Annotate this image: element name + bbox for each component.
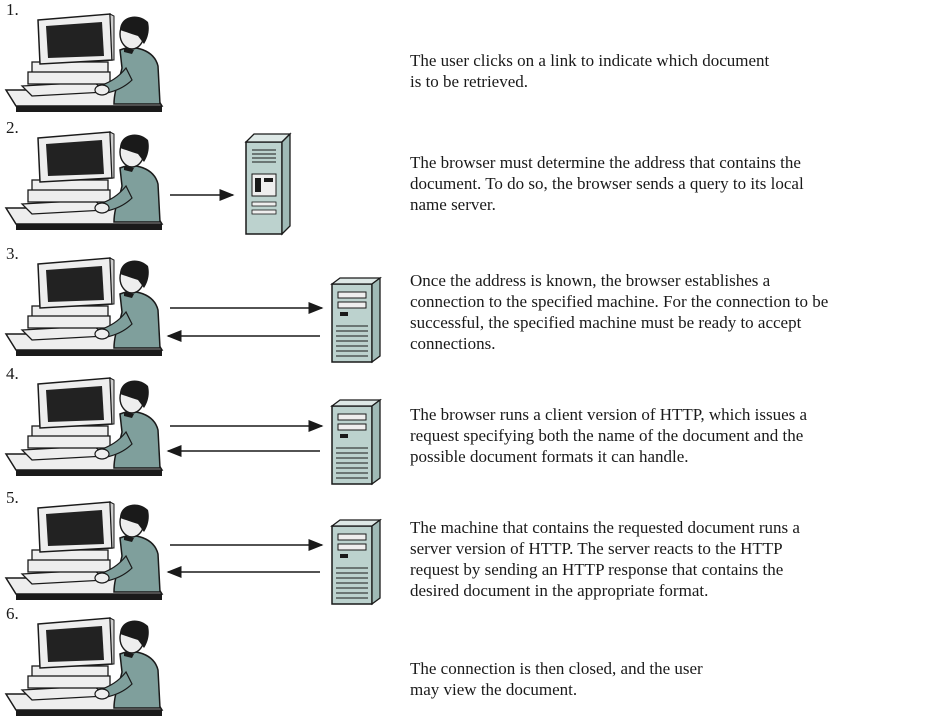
response-arrows (166, 539, 324, 578)
user-computer-icon (5, 617, 163, 717)
step-1: 1. The user clicks on a link to indicate… (0, 0, 942, 120)
step-number: 6. (6, 604, 19, 623)
step-description: The machine that contains the requested … (410, 518, 800, 600)
connection-arrows (166, 302, 324, 342)
step-4: 4. The browser runs a client version of … (0, 364, 942, 486)
step-description: The browser must determine the address t… (410, 153, 804, 214)
request-arrows (166, 420, 324, 457)
step-description: The user clicks on a link to indicate wh… (410, 51, 770, 91)
step-number: 5. (6, 488, 19, 507)
step-5: 5. The machine that contains the request… (0, 488, 942, 610)
step-3: 3. Once the address is known, the browse… (0, 244, 942, 364)
step-description: The connection is then closed, and the u… (410, 659, 703, 699)
step-number: 3. (6, 244, 19, 263)
step-number: 4. (6, 364, 19, 383)
step-number: 2. (6, 118, 19, 137)
step-6: 6. The connection is then closed, and th… (0, 604, 942, 717)
step-description: Once the address is known, the browser e… (410, 271, 829, 353)
step-number: 1. (6, 0, 19, 19)
user-computer-icon (5, 13, 163, 113)
query-arrow (170, 189, 235, 201)
step-2: 2. The browser must determine the addres… (0, 118, 942, 240)
step-description: The browser runs a client version of HTT… (410, 405, 808, 466)
